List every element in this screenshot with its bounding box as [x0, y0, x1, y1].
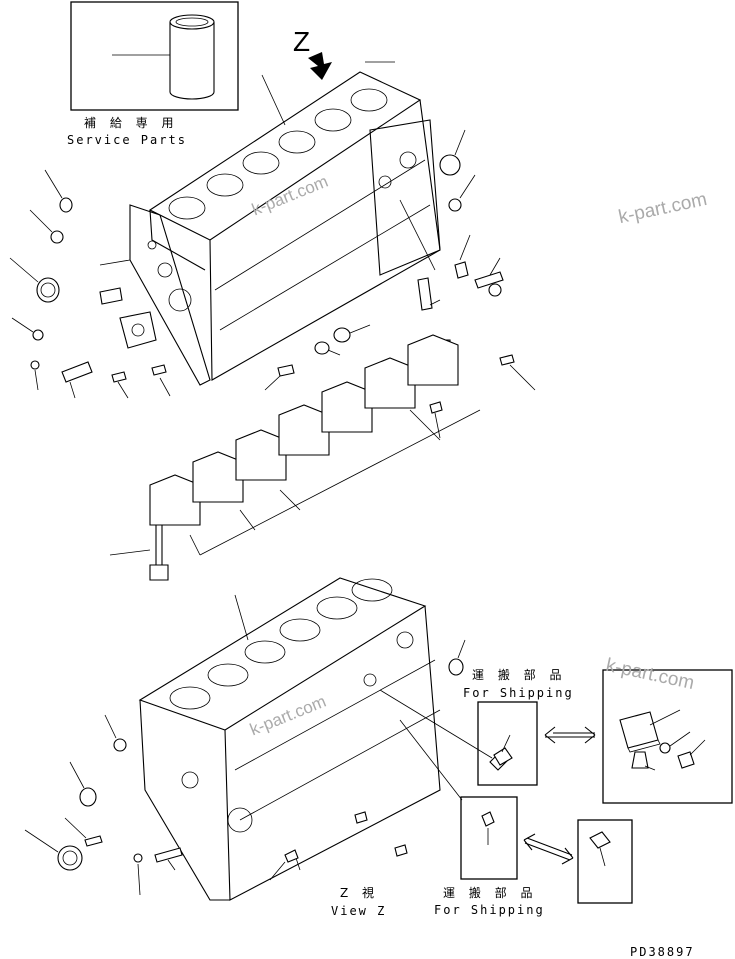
shipping-label-jp-1: 運 搬 部 品 [472, 668, 567, 682]
view-z-label-jp: Z 視 [340, 886, 380, 900]
shipping-label-en-2: For Shipping [434, 903, 545, 917]
shipping-label-en-1: For Shipping [463, 686, 574, 700]
cylinder-block-bottom [138, 577, 441, 901]
detail-box-plug [577, 819, 633, 904]
view-direction-arrow-icon [308, 52, 332, 80]
loose-parts-right [314, 129, 536, 439]
detail-box-valve [602, 669, 733, 804]
loose-parts-left [9, 169, 295, 399]
figure-code: PD38897 [630, 945, 695, 959]
loose-parts-bottom [24, 639, 509, 896]
view-z-marker: Z [293, 26, 311, 57]
cylinder-block-top [129, 61, 441, 386]
view-z-label-en: View Z [331, 904, 387, 918]
double-headed-arrow-icon [523, 833, 574, 865]
service-parts-label-en: Service Parts [67, 133, 187, 147]
shipping-box-1 [477, 701, 538, 786]
main-bearing-caps [109, 334, 481, 581]
double-headed-arrow-icon [544, 726, 596, 744]
shipping-box-2 [460, 796, 518, 880]
service-parts-inset [70, 1, 239, 111]
shipping-label-jp-2: 運 搬 部 品 [443, 886, 538, 900]
service-parts-label-jp: 補 給 専 用 [84, 116, 179, 130]
